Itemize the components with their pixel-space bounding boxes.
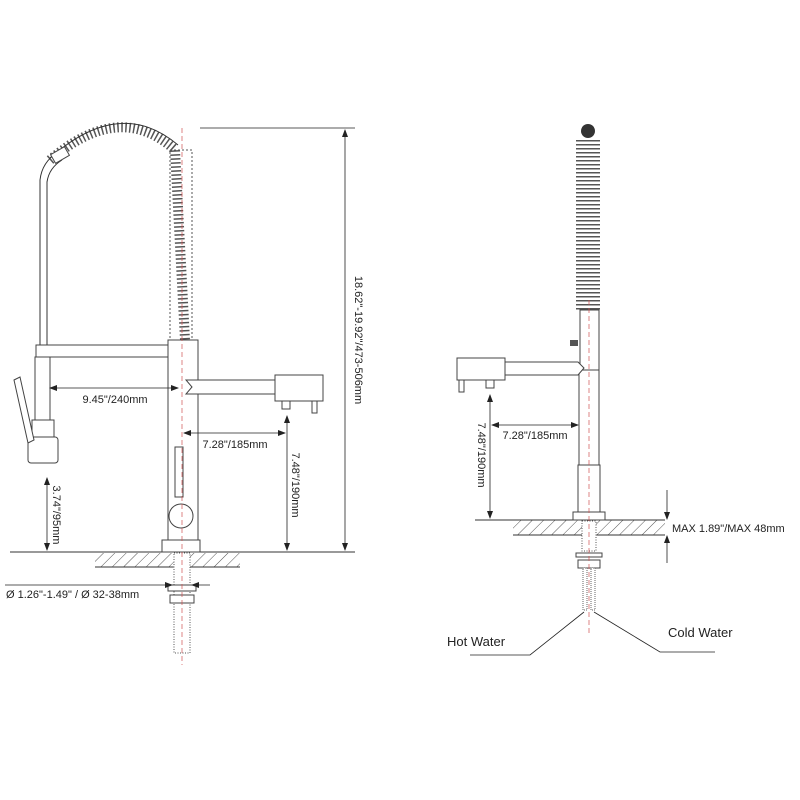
left-spring-coil bbox=[46, 122, 190, 341]
left-faucet-drawing bbox=[5, 122, 355, 665]
cold-water-label: Cold Water bbox=[668, 625, 733, 640]
right-filler-arm bbox=[501, 361, 585, 376]
hot-water-label: Hot Water bbox=[447, 634, 506, 649]
right-faucet-drawing bbox=[456, 124, 715, 656]
left-filler-height-label: 7.48"/190mm bbox=[289, 452, 301, 517]
right-spring-top-cap bbox=[581, 124, 595, 138]
left-sprayer-head bbox=[27, 436, 59, 464]
total-height-label: 18.62"-19.92"/473-506mm bbox=[352, 276, 364, 404]
left-filler-reach-label: 7.28"/185mm bbox=[202, 439, 267, 451]
spout-reach-label: 9.45"/240mm bbox=[82, 394, 147, 406]
right-filler-reach-label: 7.28"/185mm bbox=[502, 430, 567, 442]
cold-water-leader bbox=[593, 611, 715, 653]
hole-diameter-label: Ø 1.26"-1.49" / Ø 32-38mm bbox=[6, 589, 139, 601]
left-filler-arm bbox=[184, 379, 281, 395]
left-handle-lever bbox=[13, 376, 35, 444]
left-countertop-hatch bbox=[95, 553, 240, 567]
hot-water-leader bbox=[470, 611, 585, 656]
deck-thickness-label: MAX 1.89"/MAX 48mm bbox=[672, 523, 785, 535]
right-filler-height-label: 7.48"/190mm bbox=[475, 422, 487, 487]
sprayer-height-label: 3.74"/95mm bbox=[50, 486, 62, 545]
